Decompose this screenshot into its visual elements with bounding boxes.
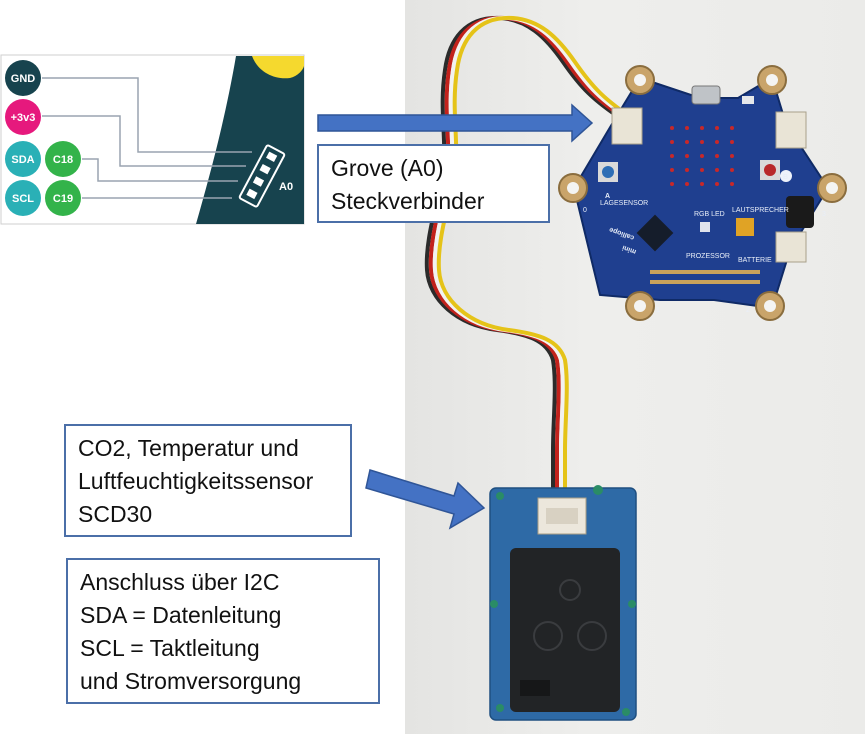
svg-text:3: 3 <box>822 211 826 218</box>
callout-i2c-line-3: SCL = Taktleitung <box>80 635 260 661</box>
usb-port <box>691 85 721 105</box>
callout-sensor-line-1: CO2, Temperatur und <box>78 435 299 461</box>
svg-text:0: 0 <box>583 207 587 214</box>
svg-text:RGB LED: RGB LED <box>694 211 725 218</box>
capacitor <box>736 218 754 236</box>
svg-text:1: 1 <box>656 307 660 314</box>
grove-socket-a0 <box>611 107 643 145</box>
svg-text:LAUTSPRECHER: LAUTSPRECHER <box>732 207 789 214</box>
sda-pin <box>5 141 41 177</box>
callout-i2c-line-4: und Stromversorgung <box>80 668 302 694</box>
svg-text:BATTERIE: BATTERIE <box>738 257 772 264</box>
c19-pin <box>45 180 81 216</box>
callout-sensor-line-3: SCD30 <box>78 501 153 527</box>
scd30-sensor <box>510 548 620 712</box>
svg-text:mini: mini <box>621 244 637 256</box>
svg-text:B: B <box>783 174 788 181</box>
gnd-pin <box>5 60 41 96</box>
c18-label: C18 <box>53 154 73 166</box>
board-edge <box>196 56 304 224</box>
a0-label: A0 <box>279 181 293 193</box>
callout-sensor-line-2: Luftfeuchtigkeitssensor <box>78 468 314 494</box>
callout-sensor: CO2, Temperatur und Luftfeuchtigkeitssen… <box>64 424 352 537</box>
svg-text:LAGESENSOR: LAGESENSOR <box>600 200 648 207</box>
scl-pin <box>5 180 41 216</box>
pinout-inset: A0 GND +3v3 SDA C18 SCL C19 <box>0 54 305 225</box>
rgb-led <box>700 222 710 232</box>
gnd-label: GND <box>11 73 36 85</box>
c19-label: C19 <box>53 193 73 205</box>
arrow-to-grove-socket <box>317 103 594 143</box>
svg-text:2: 2 <box>746 307 750 314</box>
sda-label: SDA <box>11 154 34 166</box>
callout-i2c-line-2: SDA = Datenleitung <box>80 602 282 628</box>
svg-text:A: A <box>605 193 610 200</box>
battery-socket <box>775 231 807 263</box>
scl-label: SCL <box>12 193 34 205</box>
pinout-lines <box>42 77 252 199</box>
a0-connector-outline <box>238 144 286 208</box>
processor-chip <box>636 214 674 252</box>
arrow-to-sensor <box>365 469 486 530</box>
svg-text:PROZESSOR: PROZESSOR <box>686 253 730 260</box>
callout-i2c-line-1: Anschluss über I2C <box>80 569 280 595</box>
led-matrix <box>670 126 734 186</box>
vcc-pin <box>5 99 41 135</box>
yellow-pad <box>252 56 304 79</box>
button-b <box>764 164 776 176</box>
grove-socket-right <box>775 111 807 149</box>
scd30-module <box>489 485 637 721</box>
callout-i2c: Anschluss über I2C SDA = Datenleitung SC… <box>66 558 380 704</box>
calliope-board: A B LAGESENSOR LAUTSPRECHER RGB LED PROZ… <box>558 65 847 321</box>
callout-grove-line-1: Grove (A0) <box>331 155 444 181</box>
c18-pin <box>45 141 81 177</box>
callout-grove-line-2: Steckverbinder <box>331 188 485 214</box>
button-a <box>602 166 614 178</box>
vcc-label: +3v3 <box>11 112 36 124</box>
callout-grove: Grove (A0) Steckverbinder <box>317 144 550 223</box>
speaker <box>786 196 814 228</box>
